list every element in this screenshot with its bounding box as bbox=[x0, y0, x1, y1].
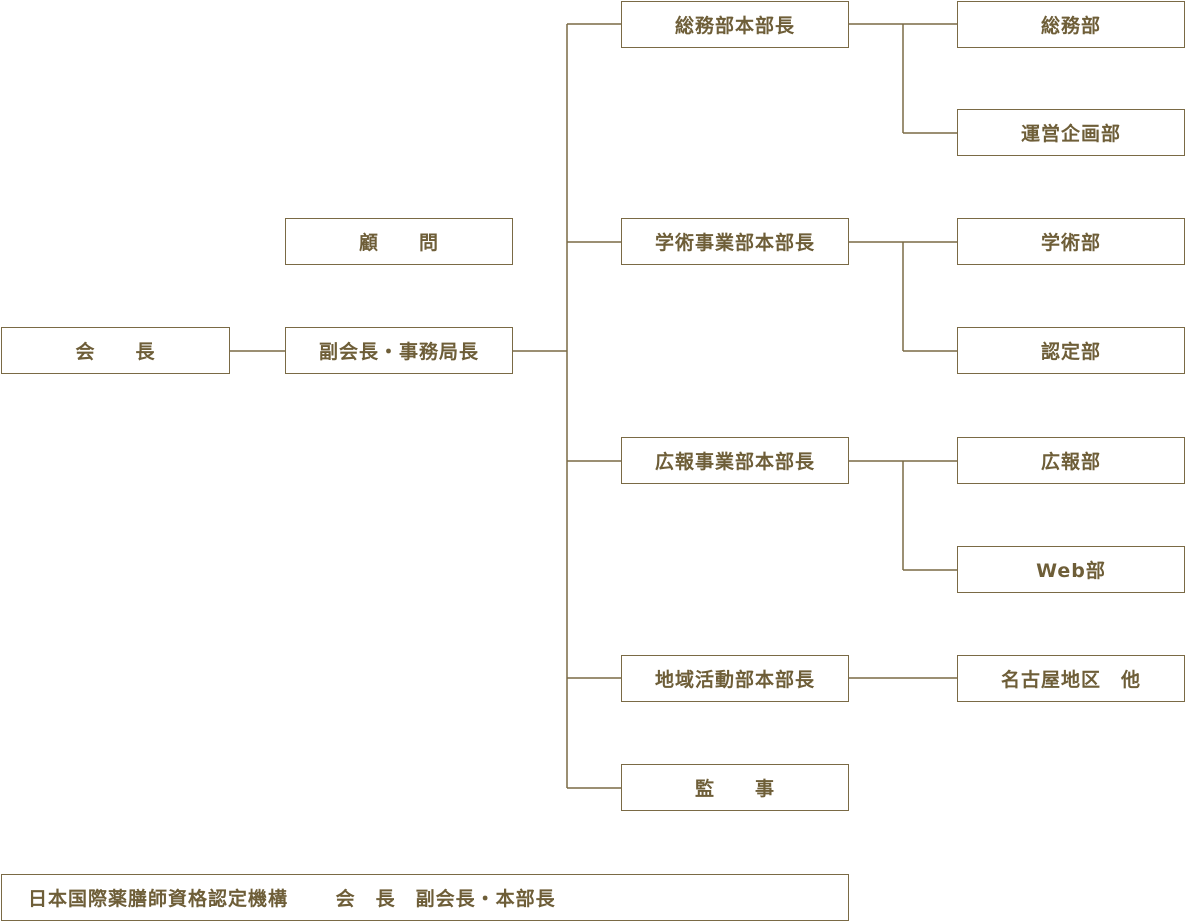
general-affairs-hq-box: 総務部本部長 bbox=[621, 1, 849, 48]
department-box: Web部 bbox=[957, 546, 1185, 593]
vice-chairman-box: 副会長・事務局長 bbox=[285, 327, 513, 374]
advisor-box: 顧 問 bbox=[285, 218, 513, 265]
department-box: 運営企画部 bbox=[957, 109, 1185, 156]
pr-hq-box: 広報事業部本部長 bbox=[621, 437, 849, 484]
department-box: 学術部 bbox=[957, 218, 1185, 265]
department-box: 総務部 bbox=[957, 1, 1185, 48]
chairman-box: 会 長 bbox=[1, 327, 230, 374]
academic-hq-box: 学術事業部本部長 bbox=[621, 218, 849, 265]
department-box: 名古屋地区 他 bbox=[957, 655, 1185, 702]
department-box: 認定部 bbox=[957, 327, 1185, 374]
regional-hq-box: 地域活動部本部長 bbox=[621, 655, 849, 702]
auditor-box: 監 事 bbox=[621, 764, 849, 811]
footer-note-box: 日本国際薬膳師資格認定機構 会 長 副会長・本部長 bbox=[1, 874, 849, 921]
department-box: 広報部 bbox=[957, 437, 1185, 484]
